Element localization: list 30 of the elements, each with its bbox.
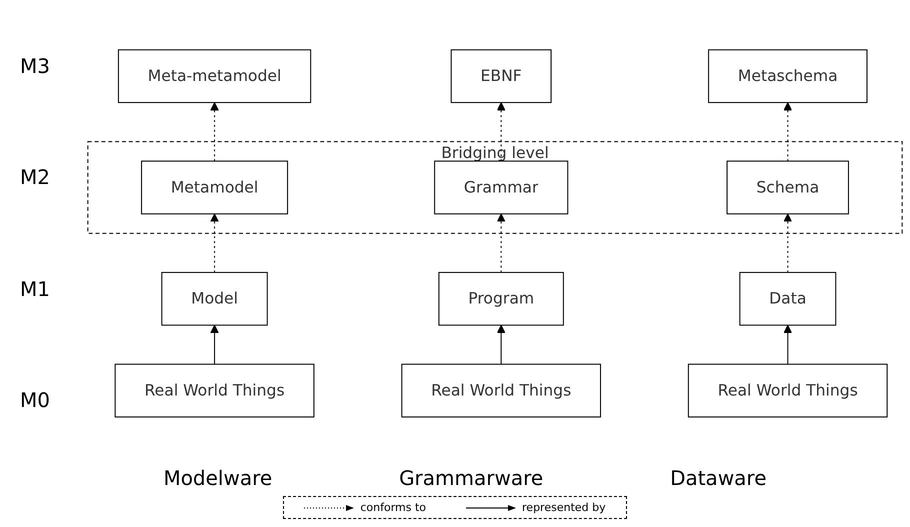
column-label: Dataware: [670, 466, 767, 490]
level-label: M3: [20, 54, 51, 78]
arrow: [783, 213, 792, 273]
node-box: Grammar: [434, 160, 568, 214]
legend-label: conforms to: [360, 501, 426, 514]
arrow: [210, 102, 219, 162]
level-label: M1: [20, 276, 51, 301]
node-box: Program: [438, 272, 564, 326]
arrow: [496, 102, 506, 162]
arrow: [210, 324, 219, 364]
node-box: Meta-metamodel: [118, 48, 312, 103]
node-box: Metamodel: [141, 160, 288, 214]
node-box: Real World Things: [688, 363, 888, 418]
arrow: [496, 324, 506, 364]
node-box: Data: [739, 272, 836, 326]
column-label: Grammarware: [399, 466, 544, 490]
arrow: [783, 324, 792, 364]
arrow: [783, 102, 792, 162]
node-box: Metaschema: [708, 48, 868, 103]
legend-label: represented by: [522, 501, 606, 514]
node-box: Real World Things: [401, 363, 601, 418]
node-box: Schema: [726, 160, 849, 214]
column-label: Modelware: [163, 466, 272, 490]
level-label: M0: [20, 388, 51, 412]
arrow: [210, 213, 219, 273]
level-label: M2: [20, 165, 51, 190]
node-box: EBNF: [450, 48, 552, 103]
node-box: Real World Things: [114, 363, 314, 418]
node-box: Model: [161, 272, 268, 326]
arrow: [496, 213, 506, 273]
